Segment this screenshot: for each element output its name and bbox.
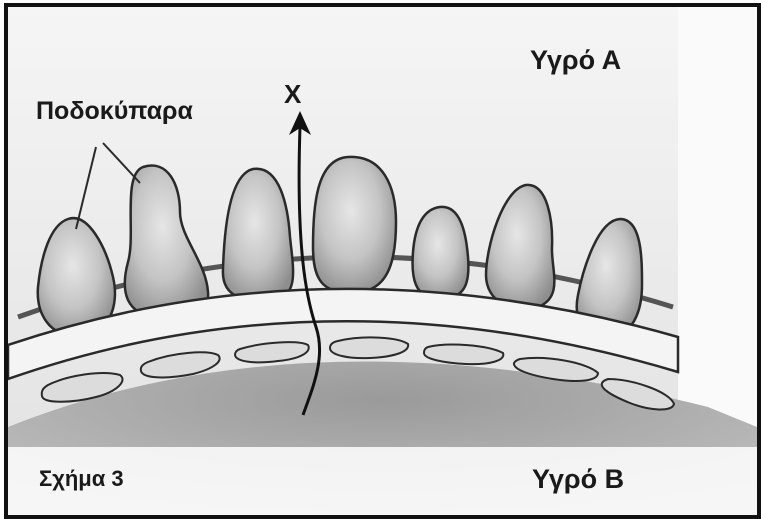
podocytes-label: Ποδοκύπαρα	[36, 99, 193, 124]
podocyte-cell-5	[412, 207, 468, 299]
arrow-x-label: Χ	[284, 81, 301, 107]
endothelial-cell-4	[330, 337, 408, 358]
glomerular-filtration-diagram	[8, 7, 757, 515]
fluid-b-label: Υγρό Β	[532, 466, 624, 493]
podocyte-cell-4	[313, 157, 396, 292]
fluid-a-label: Υγρό Α	[530, 47, 621, 74]
figure-caption: Σχήμα 3	[39, 468, 124, 490]
figure-frame: Υγρό Α Ποδοκύπαρα Χ Σχήμα 3 Υγρό Β	[4, 3, 761, 519]
